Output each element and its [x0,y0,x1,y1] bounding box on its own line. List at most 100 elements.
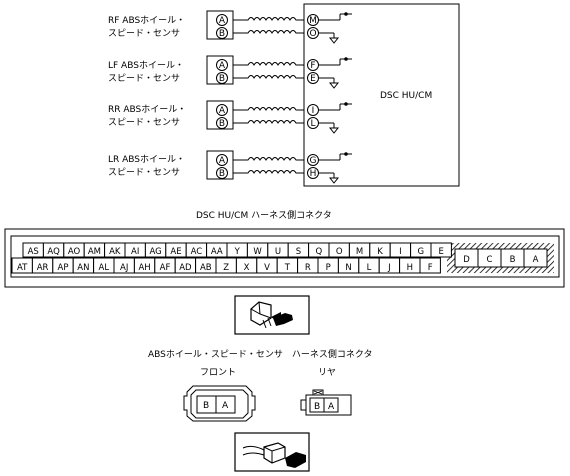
rear-connector: B A [300,389,352,416]
connector-pin: M [356,247,363,257]
connector-view-icon [234,295,310,335]
sensor-pin-label: B [219,169,225,179]
wiring-diagram: DSC HU/CM RF ABSホイール・ スピード・センサ LF ABSホイー… [108,3,460,187]
wiring-row: AB GH [206,150,352,184]
wiring-row: AB FE [206,55,352,89]
connector-pin: R [305,263,311,273]
wiring-row: AB MO [206,10,352,44]
connector-pin: J [387,263,391,273]
connector-pin: Y [234,247,241,257]
connector-pin: AT [17,263,28,273]
sensor-pin-label: B [219,74,225,84]
connector-pin: AC [191,247,203,257]
connector-pin: K [377,247,383,257]
connector-pin: AI [131,247,139,257]
sensor-label-line1: RF ABSホイール・ [108,15,185,26]
connector-pin: AK [109,247,121,257]
connector-pin: X [244,263,250,273]
connector-pin: N [345,263,351,273]
wiring-row: AB IL [206,100,352,134]
connector-pin: S [296,247,301,257]
rear-pin-a: A [328,402,335,412]
sensor-rr: RR ABSホイール・ スピード・センサ [108,104,186,128]
front-pin-a: A [222,401,229,411]
connector-pin: AE [170,247,181,257]
sensor-label-line2: スピード・センサ [108,73,180,84]
sensor-pin-label: B [219,119,225,129]
connector-pin: G [418,247,425,257]
connector-pin: AR [37,263,49,273]
connector-pin: O [336,247,343,257]
connector-pin: Z [223,263,229,273]
sensor-lr: LR ABSホイール・ スピード・センサ [108,154,185,178]
sensor-label-line2: スピード・センサ [108,167,180,178]
sensor-connector: ABSホイール・スピード・センサ ハーネス側コネクタ フロント リヤ B A B… [148,348,373,422]
sensor-label-line2: スピード・センサ [108,28,180,39]
module-pin-label: I [312,106,315,116]
connector-pin: P [326,263,331,273]
rear-pin-b: B [314,402,320,412]
connector-pin: AN [77,263,89,273]
connector-pin: AF [160,263,171,273]
connector-pin: AD [179,263,192,273]
connector-pin: A [533,255,539,265]
connector-pin: AP [58,263,69,273]
connector-pin: D [463,255,470,265]
connector-pin: AB [200,263,212,273]
sensor-label-line2: スピード・センサ [108,117,180,128]
connector-pin: AJ [120,263,128,273]
connector-pin: AS [28,247,39,257]
connector-pin: T [284,263,291,273]
connector-pin: Q [315,247,322,257]
front-connector: B A [183,385,256,422]
connector-pin: AG [149,247,161,257]
module-label: DSC HU/CM [380,91,432,101]
sensor-pin-label: A [219,106,226,116]
connector-pin: AQ [47,247,60,257]
connector-pin: C [487,255,493,265]
connector-pin: I [399,247,402,257]
connector-pin: AL [99,263,110,273]
module-pin-label: O [309,29,316,39]
hu-connector-outer [4,228,565,288]
rear-label: リヤ [318,368,336,378]
sensor-pin-label: B [219,29,225,39]
connector-pin: U [275,247,281,257]
front-label: フロント [200,368,236,378]
connector-pin: W [253,247,262,257]
sensor-connector-title: ABSホイール・スピード・センサ ハーネス側コネクタ [148,348,373,360]
connector-pin: L [367,263,372,273]
sensor-pin-label: A [219,61,226,71]
sensor-label-line1: LR ABSホイール・ [108,154,185,165]
connector-side-view-icon [234,432,310,472]
connector-pin: AH [138,263,150,273]
hu-connector-inner [10,235,560,278]
module-pin-label: M [309,16,317,26]
sensor-lf: LF ABSホイール・ スピード・センサ [108,60,184,84]
sensor-label-line1: LF ABSホイール・ [108,60,184,71]
front-pin-b: B [203,401,209,411]
module-pin-label: H [310,169,317,179]
hu-connector-title: DSC HU/CM ハーネス側コネクタ [196,209,332,221]
module-pin-label: L [310,119,315,129]
connector-pin: AM [88,247,101,257]
sensor-rf: RF ABSホイール・ スピード・センサ [108,15,185,39]
connector-pin: V [264,263,270,273]
dsc-module-box [303,3,460,187]
sensor-pin-label: A [219,16,226,26]
module-pin-label: F [310,61,315,71]
sensor-pin-label: A [219,156,226,166]
module-pin-label: E [310,74,316,84]
connector-pin: H [407,263,413,273]
sensor-label-line1: RR ABSホイール・ [108,104,186,115]
connector-pin: B [510,255,516,265]
connector-pin: AA [211,247,223,257]
connector-pin: E [439,247,444,257]
connector-pin: F [428,263,433,273]
connector-pin: AO [68,247,81,257]
module-pin-label: G [310,156,317,166]
